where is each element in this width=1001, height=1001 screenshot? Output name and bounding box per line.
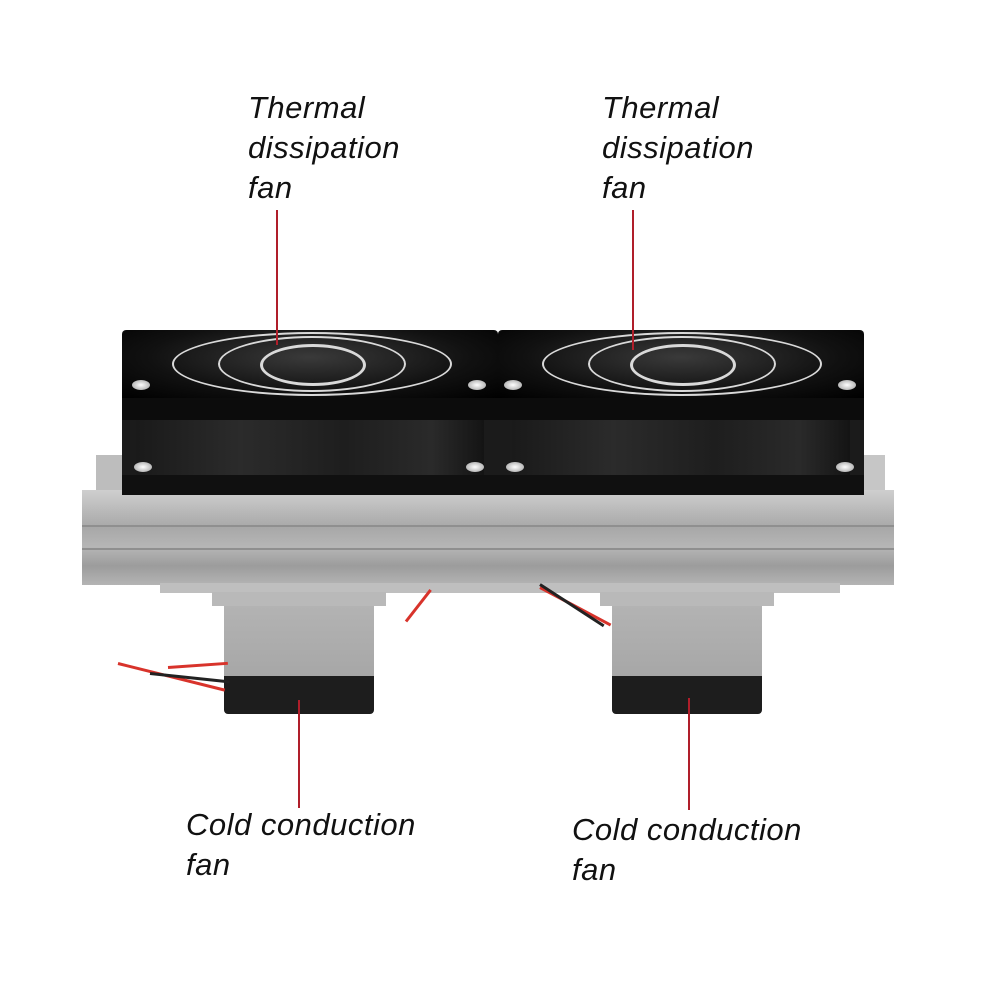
label-line: Cold conduction — [572, 812, 802, 847]
screw-icon — [466, 462, 484, 472]
leader-line — [688, 698, 690, 810]
heatsink-fin — [82, 548, 894, 550]
label-line: Thermal — [602, 90, 720, 125]
cold-conduction-module-right — [600, 592, 774, 722]
heatsink-fin — [82, 525, 894, 527]
grill-ring — [172, 332, 452, 396]
fan-frame-bottom — [122, 475, 498, 495]
label-line: fan — [602, 170, 647, 205]
fan-frame-bottom — [498, 475, 864, 495]
fan-frame — [498, 398, 864, 420]
fan-body — [512, 420, 850, 475]
screw-icon — [838, 380, 856, 390]
thermal-dissipation-fan-left — [122, 330, 498, 495]
label-line: Cold conduction — [186, 807, 416, 842]
screw-icon — [504, 380, 522, 390]
cold-conduction-fan — [612, 676, 762, 714]
fan-grill — [498, 330, 864, 398]
leader-line — [276, 210, 278, 345]
screw-icon — [468, 380, 486, 390]
cold-plate — [600, 592, 774, 606]
cold-block — [224, 606, 374, 676]
heatsink-base-plate — [160, 583, 840, 593]
label-cold-conduction-fan-right: Cold conduction fan — [572, 810, 802, 890]
label-thermal-dissipation-fan-right: Thermal dissipation fan — [602, 88, 754, 208]
red-wire — [167, 661, 228, 669]
label-line: dissipation — [248, 130, 400, 165]
heatsink-side-left — [96, 455, 126, 495]
red-wire — [404, 589, 432, 623]
label-cold-conduction-fan-left: Cold conduction fan — [186, 805, 416, 885]
label-line: fan — [248, 170, 293, 205]
screw-icon — [836, 462, 854, 472]
screw-icon — [506, 462, 524, 472]
cold-block — [612, 606, 762, 676]
thermal-dissipation-fan-right — [498, 330, 864, 495]
aluminum-heatsink — [82, 490, 894, 585]
label-line: Thermal — [248, 90, 366, 125]
fan-frame — [122, 398, 498, 420]
label-line: fan — [186, 847, 231, 882]
label-line: dissipation — [602, 130, 754, 165]
label-thermal-dissipation-fan-left: Thermal dissipation fan — [248, 88, 400, 208]
leader-line — [298, 700, 300, 808]
screw-icon — [132, 380, 150, 390]
fan-grill — [122, 330, 498, 398]
label-line: fan — [572, 852, 617, 887]
cold-plate — [212, 592, 386, 606]
fan-body — [136, 420, 484, 475]
screw-icon — [134, 462, 152, 472]
grill-ring — [542, 332, 822, 396]
leader-line — [632, 210, 634, 350]
